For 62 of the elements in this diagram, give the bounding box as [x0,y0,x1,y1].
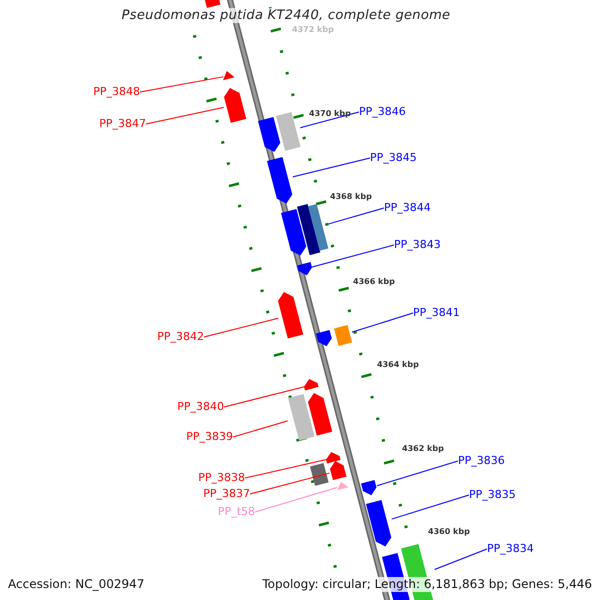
leader-line [376,460,458,486]
leader-line [434,548,488,570]
gene-feature [276,112,300,150]
gene-feature [316,330,332,346]
position-label: 4366 kbp [353,276,395,288]
position-label: 4362 kbp [402,443,444,455]
gene-label: PP_3840 [177,400,224,414]
gene-label: PP_3839 [186,430,233,444]
leader-line [311,244,394,268]
position-label: 4368 kbp [330,191,372,203]
gene-feature [278,292,304,338]
gene-feature [297,204,321,256]
position-label: 4360 kbp [428,526,470,538]
gene-feature [330,461,346,480]
gene-feature [296,262,312,276]
gene-label: PP_3843 [394,238,441,252]
gene-label: PP_3837 [203,487,250,501]
leader-line [328,208,384,225]
position-label: 4370 kbp [309,108,351,120]
leader-line [232,420,288,438]
position-label: 4372 kbp [292,24,334,36]
gene-feature [223,71,235,80]
map-title: Pseudomonas putida KT2440, complete genome [120,8,452,23]
gene-label: PP_3835 [469,488,516,502]
gene-feature [361,480,377,496]
gene-label: PP_3836 [458,454,505,468]
footer-text: Accession: NC_002947 [8,577,144,592]
gene-label: PP_t58 [218,505,255,519]
gene-label: PP_3841 [413,306,460,320]
gene-feature [281,208,307,256]
gene-label: PP_3838 [198,471,245,485]
gene-label: PP_3848 [93,85,140,99]
leader-line [292,158,370,178]
gene-feature [334,324,352,346]
leader-line [146,106,224,124]
gene-feature [304,379,320,391]
gene-feature [258,116,280,152]
leader-line [300,112,360,128]
footer-text: Topology: circular; Length: 6,181,863 bp; Genes: 5,446 [262,577,592,592]
gene-feature [267,156,293,204]
leader-line [250,472,330,494]
leader-line [140,76,224,92]
gene-label: PP_3842 [157,330,204,344]
gene-label: PP_3834 [487,542,534,556]
gene-feature [337,482,349,490]
gene-feature [366,500,392,546]
leader-line [254,487,338,512]
gene-feature [308,392,332,436]
gene-feature [288,394,314,440]
gene-feature [224,88,246,122]
gene-label: PP_3846 [359,105,406,119]
gene-label: PP_3847 [99,117,146,131]
position-label: 4364 kbp [377,359,419,371]
gene-feature [326,452,342,464]
gene-feature [310,462,328,486]
leader-line [391,494,470,520]
leader-line [224,386,305,408]
gene-label: PP_3845 [370,151,417,165]
leader-line [244,459,327,478]
leader-line [352,312,414,333]
gene-label: PP_3844 [384,201,431,215]
gene-feature [308,204,328,250]
